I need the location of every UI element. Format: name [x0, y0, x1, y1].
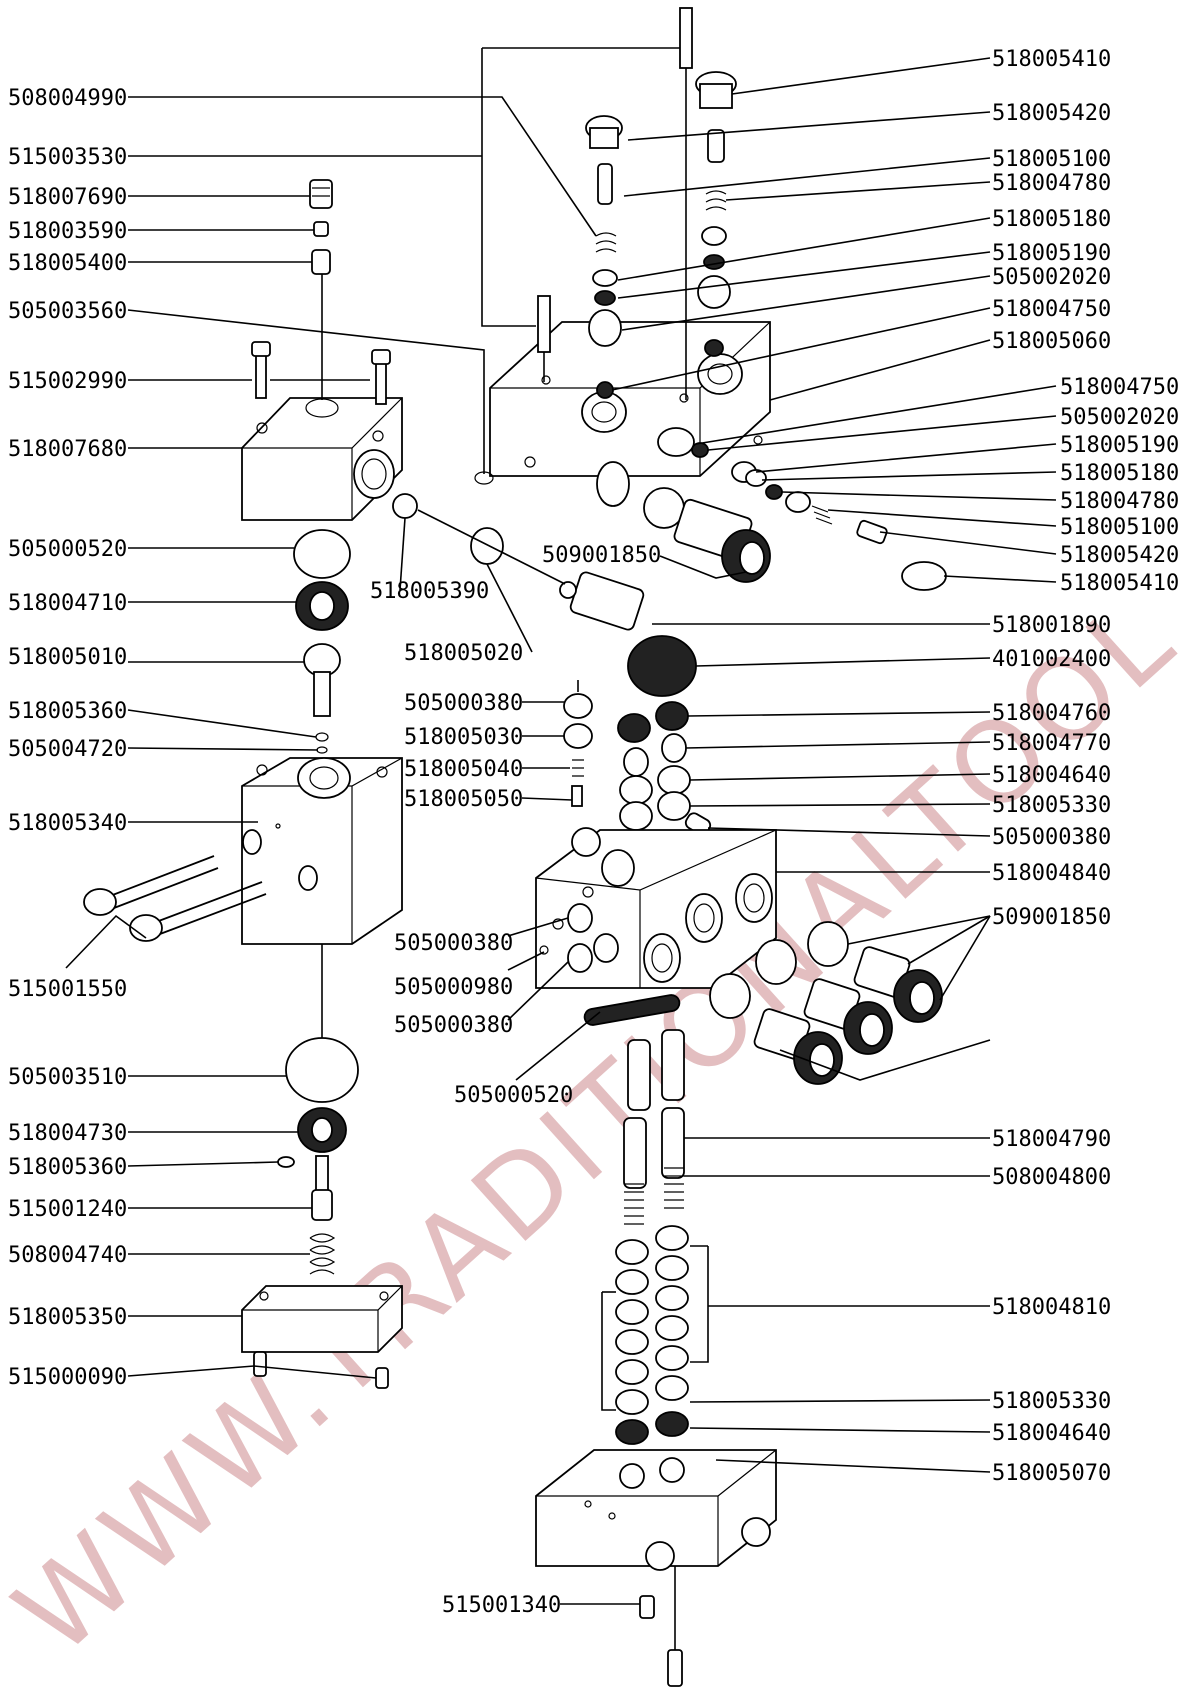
part-label: 505000520: [454, 1083, 573, 1108]
part-label: 518005100: [992, 147, 1111, 172]
part-label: 505000520: [8, 537, 127, 562]
bottom-block: [535, 1449, 777, 1687]
part-label: 505002020: [1060, 405, 1178, 430]
part-label: 518005060: [992, 329, 1111, 354]
part-label: 505002020: [992, 265, 1111, 290]
part-label: 518004730: [8, 1121, 127, 1146]
part-label: 515001340: [442, 1593, 561, 1618]
center-small-parts: [563, 680, 593, 807]
part-label: 505000980: [394, 975, 513, 1000]
part-label: 518005410: [1060, 571, 1178, 596]
part-label: 518005350: [8, 1305, 127, 1330]
part-label: 518004640: [992, 1421, 1111, 1446]
part-label: 518005050: [404, 787, 523, 812]
side-valve-stack: [657, 427, 947, 591]
upper-right-valve-stack-right: [695, 71, 737, 357]
part-label: 505000380: [992, 825, 1111, 850]
left-upper-block: [241, 397, 403, 521]
upper-right-block: [474, 321, 771, 507]
part-label: 505000380: [394, 931, 513, 956]
part-label: 518005100: [1060, 515, 1178, 540]
leader-lines: [65, 47, 1057, 1605]
left-bottom-block: [241, 1285, 403, 1389]
part-label: 518004810: [992, 1295, 1111, 1320]
part-label: 518005040: [404, 757, 523, 782]
part-label: 518005330: [992, 1389, 1111, 1414]
part-label: 505000380: [394, 1013, 513, 1038]
part-label: 518005180: [1060, 461, 1178, 486]
part-label: 518004780: [1060, 489, 1178, 514]
part-label: 518001890: [992, 613, 1111, 638]
part-label: 518005010: [8, 645, 127, 670]
left-orings: [293, 529, 351, 754]
left-lower-parts: [277, 1037, 359, 1275]
part-label: 518005190: [992, 241, 1111, 266]
left-plug-stack: [309, 179, 333, 400]
part-label: 518004750: [1060, 375, 1178, 400]
center-pins-and-springs: [583, 994, 685, 1225]
seal-stacks: [615, 1225, 689, 1445]
part-label: 518005330: [992, 793, 1111, 818]
part-label: 518004750: [992, 297, 1111, 322]
upper-right-valve-stack-left: [585, 115, 623, 399]
left-middle-block: [241, 757, 403, 945]
part-label: 518005340: [8, 811, 127, 836]
part-label: 518004790: [992, 1127, 1111, 1152]
part-label: 518004640: [992, 763, 1111, 788]
part-label: 518004780: [992, 171, 1111, 196]
part-label: 518005420: [992, 101, 1111, 126]
part-label: 515003530: [8, 145, 127, 170]
left-screws-top: [251, 341, 391, 405]
upper-right-screws: [537, 7, 693, 400]
center-filters: [709, 921, 943, 1085]
part-label: 508004990: [8, 86, 127, 111]
part-label: 518004770: [992, 731, 1111, 756]
part-label: 401002400: [992, 647, 1111, 672]
part-label: 518005190: [1060, 433, 1178, 458]
part-label: 515001240: [8, 1197, 127, 1222]
part-label: 518004840: [992, 861, 1111, 886]
part-label: 505000380: [404, 691, 523, 716]
part-label: 505003560: [8, 299, 127, 324]
part-label: 518003590: [8, 219, 127, 244]
part-label: 518005400: [8, 251, 127, 276]
part-label: 518007690: [8, 185, 127, 210]
part-label: 515001550: [8, 977, 127, 1002]
part-label: 518005020: [404, 641, 523, 666]
part-label: 518004710: [8, 591, 127, 616]
part-label: 518004760: [992, 701, 1111, 726]
part-label: 518007680: [8, 437, 127, 462]
part-label: 518005390: [370, 579, 489, 604]
part-number-labels: 508004990 515003530 518007690 518003590 …: [8, 47, 1178, 1618]
part-label: 518005360: [8, 699, 127, 724]
part-label: 508004800: [992, 1165, 1111, 1190]
part-label: 508004740: [8, 1243, 127, 1268]
part-label: 505003510: [8, 1065, 127, 1090]
left-long-bolts: [83, 855, 267, 942]
part-label: 518005420: [1060, 543, 1178, 568]
part-label: 515002990: [8, 369, 127, 394]
part-label: 518005180: [992, 207, 1111, 232]
center-valve-pair: [617, 701, 712, 836]
center-block: [535, 827, 777, 989]
part-label: 518005070: [992, 1461, 1111, 1486]
part-label: 518005030: [404, 725, 523, 750]
part-label: 505004720: [8, 737, 127, 762]
part-label: 518005360: [8, 1155, 127, 1180]
filter-and-fittings: [392, 487, 771, 697]
part-label: 515000090: [8, 1365, 127, 1390]
part-label: 518005410: [992, 47, 1111, 72]
part-label: 509001850: [542, 543, 661, 568]
part-label: 509001850: [992, 905, 1111, 930]
